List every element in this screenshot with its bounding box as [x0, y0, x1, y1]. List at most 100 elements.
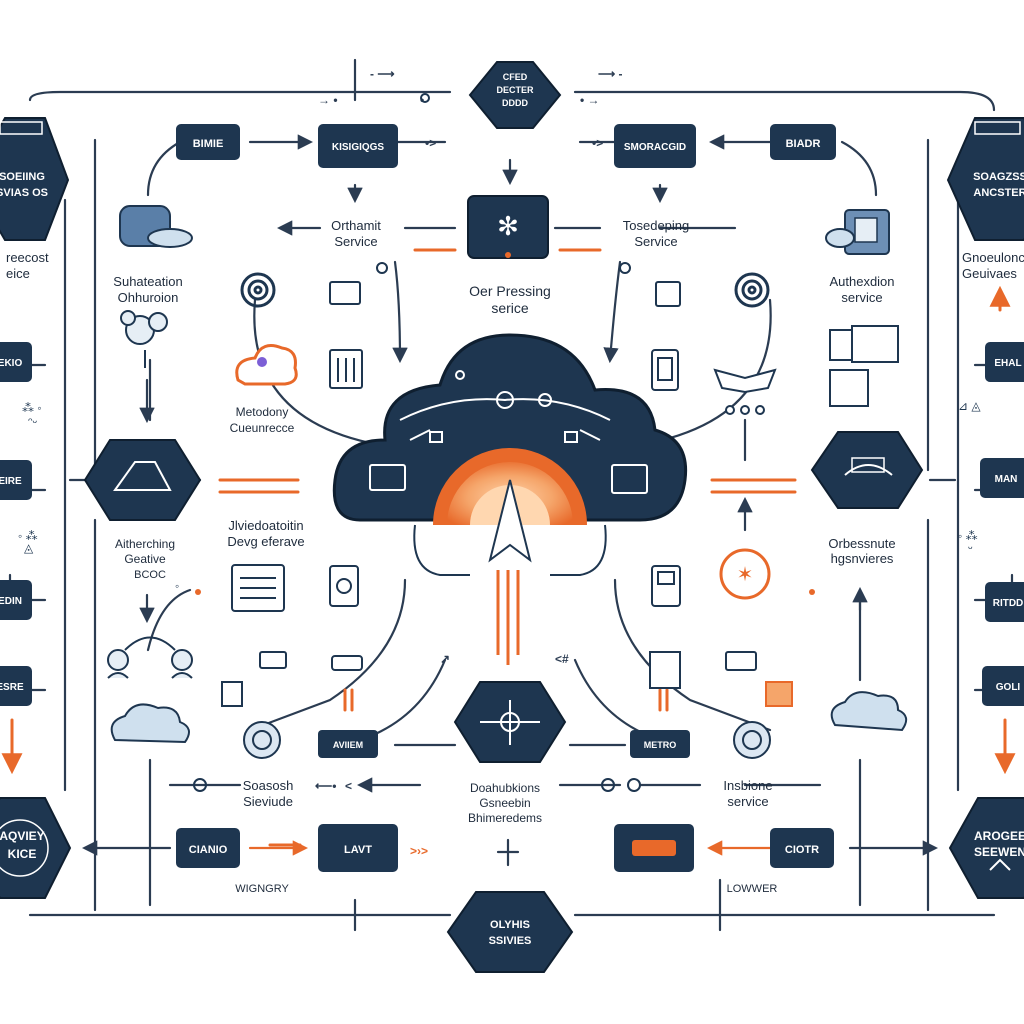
right-top-hex-line1: SOAGZSS: [973, 171, 1024, 183]
ciotr-box[interactable]: CIOTR: [770, 828, 834, 868]
lavt-label: LAVT: [344, 844, 372, 856]
top-hex-line1: CFED: [503, 72, 528, 82]
svg-text:<#: <#: [555, 652, 569, 666]
gnoeulonc-label-line2: Geuivaes: [962, 266, 1017, 281]
right-bottom-hexagon-node[interactable]: AROGEE SEEWEN: [948, 797, 1024, 899]
insbione-label-line1: Insbione: [723, 778, 772, 793]
left-top-hexagon-node[interactable]: SOEIING SVIAS OS: [0, 117, 70, 241]
right-box-ritdd[interactable]: RITDD: [985, 582, 1024, 622]
right-top-hexagon-node[interactable]: SOAGZSS ANCSTER: [946, 117, 1024, 241]
doahubkions-label-line2: Gsneebin: [479, 796, 530, 810]
svg-text:⟶ -: ⟶ -: [598, 67, 623, 81]
right-box-ehal-label: EHAL: [994, 358, 1021, 369]
biadr-box[interactable]: BIADR: [770, 124, 836, 160]
spire-streaks: [496, 570, 520, 665]
network-hexagon-node[interactable]: [453, 681, 567, 763]
fingerprint-icon: [240, 272, 276, 308]
sesobsh-label-line1: Soasosh: [243, 778, 294, 793]
cloud-drip-lines: [413, 524, 607, 576]
gnoeulonc-label-line1: Gnoeulonc: [962, 250, 1024, 265]
building-icon: [113, 461, 172, 491]
ciotr-label: CIOTR: [785, 844, 819, 856]
smoracgid-box[interactable]: SMORACGID: [614, 124, 696, 168]
auth-right-label-line1: Authexdion: [829, 274, 894, 289]
lavt-box[interactable]: LAVT: [318, 824, 398, 872]
svg-text:◦ ⁂: ◦ ⁂: [18, 529, 38, 543]
left-bottom-hexagon-node[interactable]: AQVIEY KICE: [0, 797, 72, 899]
svg-text:•>: •>: [592, 136, 603, 150]
svg-text:ᵔᵕ: ᵔᵕ: [28, 415, 38, 429]
bottom-hex-line2: SSIVIES: [489, 935, 532, 947]
left-top-hex-line1: SOEIING: [0, 171, 45, 183]
cloud-inner-icons: [369, 370, 648, 494]
tosedeping-label-line1: Tosedeping: [623, 218, 690, 233]
svg-text:◬: ◬: [24, 541, 34, 555]
auth-left-label-line2: Ohhuroion: [118, 290, 179, 305]
sesobsh-label-line2: Sieviude: [243, 794, 293, 809]
processing-label-line2: serice: [491, 300, 529, 316]
metodony-label-line1: Metodony: [236, 405, 289, 419]
aithering-label-line1: Aitherching: [115, 537, 175, 551]
kisiqqs-box[interactable]: KISIGIQGS: [318, 124, 398, 168]
aviiem-box[interactable]: AVIIEM: [318, 730, 378, 758]
cianio-label: CIANIO: [189, 844, 228, 856]
left-box-esre-label: ESRE: [0, 682, 24, 693]
left-box-eire-label: EIRE: [0, 476, 22, 487]
bottom-hex-line1: OLYHIS: [490, 919, 530, 931]
insbione-label-line2: service: [727, 794, 768, 809]
metro-label: METRO: [644, 740, 677, 750]
svg-text:•>: •>: [425, 136, 436, 150]
aithering-label-line2: Geative: [124, 552, 166, 566]
cianio-box[interactable]: CIANIO: [176, 828, 240, 868]
orange-service-box[interactable]: [614, 824, 694, 872]
left-hexagon-node[interactable]: [83, 439, 202, 521]
bottom-hexagon-node[interactable]: OLYHIS SSIVIES: [446, 891, 574, 973]
left-box-ekio-label: EKIO: [0, 358, 22, 369]
right-bottom-hex-line2: SEEWEN: [974, 845, 1024, 859]
orange-accent-lines: [1, 248, 1016, 847]
lowwer-label: LOWWER: [727, 883, 778, 895]
compass-icon: ✶: [719, 548, 771, 600]
top-hex-line2: DECTER: [496, 85, 534, 95]
left-box-eire[interactable]: EIRE: [0, 460, 32, 500]
document-icon: [825, 209, 890, 255]
geecost-label-line1: reecost: [6, 250, 49, 265]
connector-lines: [8, 58, 1014, 932]
cloud-shape: [332, 333, 688, 522]
auth-right-label-line2: service: [841, 290, 882, 305]
gear-cluster-icon: [120, 310, 168, 368]
left-box-esre[interactable]: ESRE: [0, 666, 32, 706]
doahubkions-label-line3: Bhimeredems: [468, 811, 542, 825]
right-box-goli-label: GOLI: [996, 682, 1021, 693]
small-device-icon: [221, 325, 899, 707]
top-hexagon-node[interactable]: CFED DECTER DDDD: [468, 61, 562, 129]
right-box-man[interactable]: MAN: [980, 458, 1024, 498]
orange-dots: [195, 589, 815, 595]
metro-box[interactable]: METRO: [630, 730, 690, 758]
server-icon: [329, 349, 681, 607]
bimie-box[interactable]: BIMIE: [176, 124, 240, 160]
left-box-edin[interactable]: EDIN: [0, 580, 32, 620]
left-top-hex-line2: SVIAS OS: [0, 187, 48, 199]
left-bottom-hex-line1: AQVIEY: [0, 829, 45, 843]
right-hexagon-node[interactable]: [810, 431, 924, 509]
right-box-man-label: MAN: [995, 474, 1018, 485]
svg-text:◦ ⁂: ◦ ⁂: [958, 529, 978, 543]
right-box-goli[interactable]: GOLI: [982, 666, 1024, 706]
svg-text:⁂ ◦: ⁂ ◦: [22, 401, 42, 415]
cloud-icon: [110, 691, 908, 744]
doahubkions-label-line1: Doahubkions: [470, 781, 540, 795]
processing-node[interactable]: ✻: [467, 195, 549, 259]
left-box-ekio[interactable]: EKIO: [0, 342, 32, 382]
fingerprint-icon: [734, 272, 770, 308]
flower-icon: ✻: [497, 211, 519, 241]
network-wings-icon: [713, 368, 777, 415]
top-hex-line3: DDDD: [502, 98, 528, 108]
auth-left-label-line1: Suhateation: [113, 274, 182, 289]
wigngry-label: WIGNGRY: [235, 883, 289, 895]
svg-text:⟵•: ⟵•: [315, 779, 336, 793]
orbessnute-label-line1: Orbessnute: [828, 536, 895, 551]
kisiqqs-label: KISIGIQGS: [332, 142, 385, 153]
right-box-ehal[interactable]: EHAL: [985, 342, 1024, 382]
